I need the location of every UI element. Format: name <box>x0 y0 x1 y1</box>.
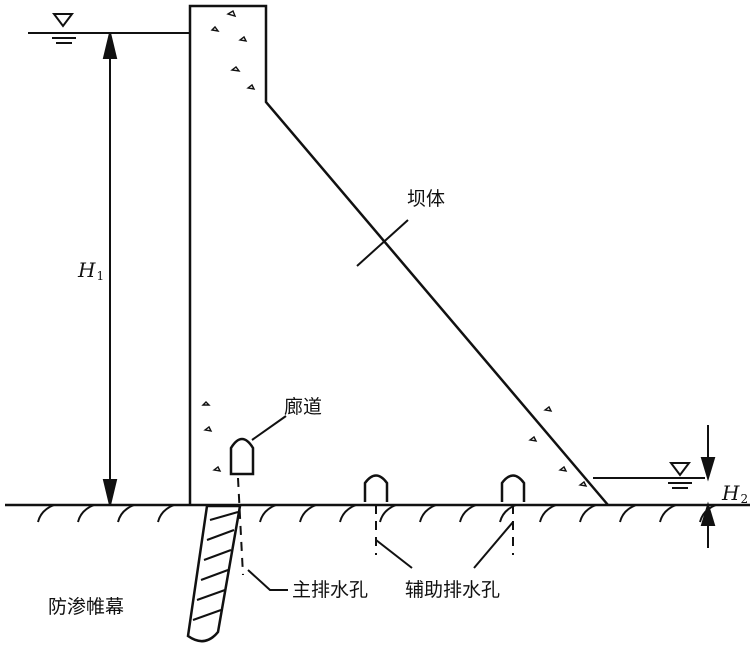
aux-drain-leader-1 <box>375 539 413 569</box>
aux-drain-label: 辅助排水孔 <box>405 579 501 601</box>
dam-body-leader <box>356 219 409 267</box>
h2-symbol: H2 <box>722 483 748 505</box>
h2-main: H <box>722 481 740 505</box>
h1-subscript: 1 <box>96 269 105 283</box>
aux-drain-gallery-2 <box>500 474 526 502</box>
h2-subscript: 2 <box>740 492 749 506</box>
dam-outline <box>188 4 609 506</box>
main-drain-label: 主排水孔 <box>292 579 369 601</box>
gallery-label: 廊道 <box>284 396 323 418</box>
ground-hatching <box>37 504 717 523</box>
gallery-leader <box>251 415 287 441</box>
main-drain-leader <box>247 569 288 591</box>
dam-body-label: 坝体 <box>407 188 446 210</box>
h1-main: H <box>78 258 96 282</box>
aux-drain-leader-2 <box>473 521 514 569</box>
grout-curtain <box>186 504 242 643</box>
gallery <box>229 437 255 476</box>
grout-curtain-hatching <box>192 511 239 621</box>
h2-dimension <box>700 425 716 548</box>
main-drain-hole <box>237 477 244 576</box>
aux-drain-gallery-1 <box>363 474 389 502</box>
grout-curtain-label: 防渗帷幕 <box>48 596 125 618</box>
downstream-water-level <box>593 462 705 489</box>
concrete-texture <box>201 9 588 487</box>
h1-symbol: H1 <box>78 260 104 282</box>
h1-dimension <box>102 32 118 506</box>
